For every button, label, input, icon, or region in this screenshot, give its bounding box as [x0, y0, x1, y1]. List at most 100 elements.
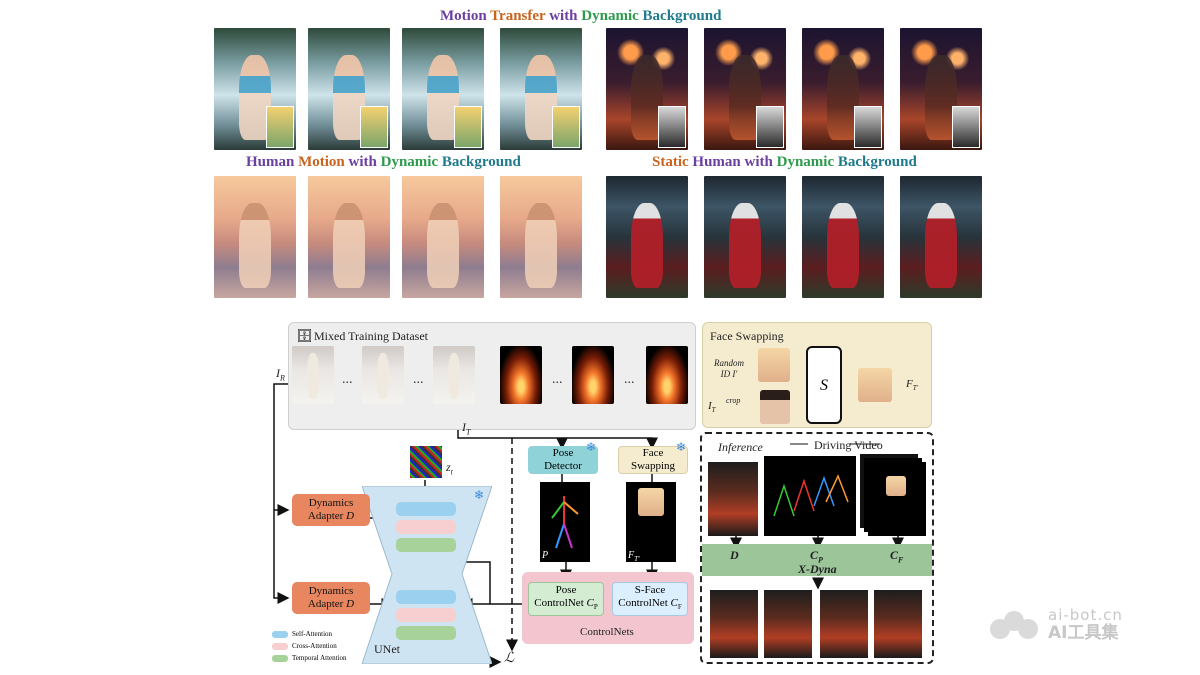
dataset-fire-3	[646, 346, 688, 404]
mixed-dataset-panel	[288, 322, 696, 430]
output-frame-3	[820, 590, 868, 658]
frame-waterfall-2	[308, 28, 390, 150]
driving-video-label: Driving Video	[814, 438, 883, 452]
frame-umbrella-2	[704, 176, 786, 298]
frame-beach-4	[500, 176, 582, 298]
it-symbol: IT	[462, 420, 471, 437]
title-word: Human	[246, 154, 295, 170]
temporal-attention-block	[396, 626, 456, 640]
ir-symbol: IR	[276, 366, 285, 383]
self-attention-block	[396, 502, 456, 516]
dataset-frame-1	[292, 346, 334, 404]
title-human-motion: Human Motion with Dynamic Background	[246, 154, 521, 171]
reference-inset	[266, 106, 294, 148]
dataset-fire-2	[572, 346, 614, 404]
legend-item-self: Self-Attention	[272, 628, 347, 640]
random-id-label: Random ID I'	[714, 358, 744, 379]
frame-waterfall-3	[402, 28, 484, 150]
dataset-frame-3	[433, 346, 475, 404]
unet-shape	[362, 486, 492, 664]
reference-inset	[952, 106, 980, 148]
unet-label: UNet	[374, 642, 400, 656]
title-word: Transfer	[490, 8, 546, 24]
ellipsis: ...	[624, 372, 635, 387]
controlnets-label: ControlNets	[580, 626, 634, 638]
frame-umbrella-3	[802, 176, 884, 298]
adapter-line1: Dynamics	[308, 497, 354, 509]
title-word: Static	[652, 154, 689, 170]
frame-fireworks-1	[606, 28, 688, 150]
adapter-line2: Adapter D	[307, 510, 355, 522]
swapped-face	[858, 368, 892, 402]
frame-fireworks-4	[900, 28, 982, 150]
xdyna-band	[702, 544, 932, 576]
face-map	[626, 482, 676, 562]
frame-waterfall-4	[500, 28, 582, 150]
frame-beach-1	[214, 176, 296, 298]
title-word: Dynamic	[380, 154, 439, 170]
p-symbol: P	[542, 550, 549, 561]
legend-swatch	[272, 642, 288, 650]
frame-fireworks-3	[802, 28, 884, 150]
output-frame-1	[710, 590, 758, 658]
ellipsis: ...	[552, 372, 563, 387]
frozen-icon: ❄	[474, 488, 485, 502]
pose-map	[540, 482, 590, 562]
title-word: Motion	[298, 154, 345, 170]
legend: Self-Attention Cross-Attention Temporal …	[272, 628, 347, 664]
reference-image	[708, 462, 758, 536]
frame-beach-2	[308, 176, 390, 298]
it-face-symbol: IT	[708, 400, 716, 415]
reference-inset	[658, 106, 686, 148]
title-static-human: Static Human with Dynamic Background	[652, 154, 917, 171]
title-word: Dynamic	[776, 154, 835, 170]
cross-attention-block	[396, 608, 456, 622]
pose-controlnet-box: Pose ControlNet CP	[528, 582, 604, 616]
face-swapping-title: Face Swapping	[710, 329, 784, 343]
loss-symbol: ℒ	[504, 651, 515, 666]
dataset-fire-1	[500, 346, 542, 404]
title-motion-transfer: Motion Transfer with Dynamic Background	[440, 8, 721, 25]
random-id-face	[758, 348, 790, 382]
zt-symbol: zt	[446, 460, 453, 477]
frame-beach-3	[402, 176, 484, 298]
title-word: Human	[692, 154, 741, 170]
frame-umbrella-4	[900, 176, 982, 298]
reference-inset	[854, 106, 882, 148]
ft-symbol: FT'	[628, 550, 640, 563]
watermark-brand: AI工具集	[1048, 623, 1119, 643]
reference-inset	[552, 106, 580, 148]
inference-panel	[700, 432, 934, 664]
output-frame-4	[874, 590, 922, 658]
legend-swatch	[272, 630, 288, 638]
dynamics-adapter-2: Dynamics Adapter D	[292, 582, 370, 614]
legend-item-temporal: Temporal Attention	[272, 652, 347, 664]
driving-pose-video	[764, 456, 856, 536]
output-frame-2	[764, 590, 812, 658]
ftp-symbol: FT'	[906, 378, 919, 393]
legend-item-cross: Cross-Attention	[272, 640, 347, 652]
dataset-frame-2	[362, 346, 404, 404]
watermark-logo-icon	[990, 611, 1038, 639]
title-word: Dynamic	[581, 8, 639, 24]
self-attention-block	[396, 590, 456, 604]
adapter-line1: Dynamics	[308, 585, 354, 597]
crop-label: crop	[726, 396, 741, 405]
swap-network-box: S	[806, 346, 842, 424]
ellipsis: ...	[342, 372, 353, 387]
driving-face-video	[868, 462, 926, 536]
d-symbol: D	[730, 548, 739, 562]
title-word: Background	[642, 8, 722, 24]
adapter-line2: Adapter D	[307, 598, 355, 610]
cf-symbol: CF	[890, 548, 904, 565]
title-word: with	[348, 154, 377, 170]
sface-controlnet-box: S-Face ControlNet CF	[612, 582, 688, 616]
face-crop	[886, 476, 906, 496]
title-word: Background	[837, 154, 917, 170]
watermark-url: ai-bot.cn	[1048, 606, 1123, 624]
title-word: with	[744, 154, 773, 170]
reference-inset	[454, 106, 482, 148]
frame-umbrella-1	[606, 176, 688, 298]
ellipsis: ...	[413, 372, 424, 387]
target-face	[760, 390, 790, 424]
